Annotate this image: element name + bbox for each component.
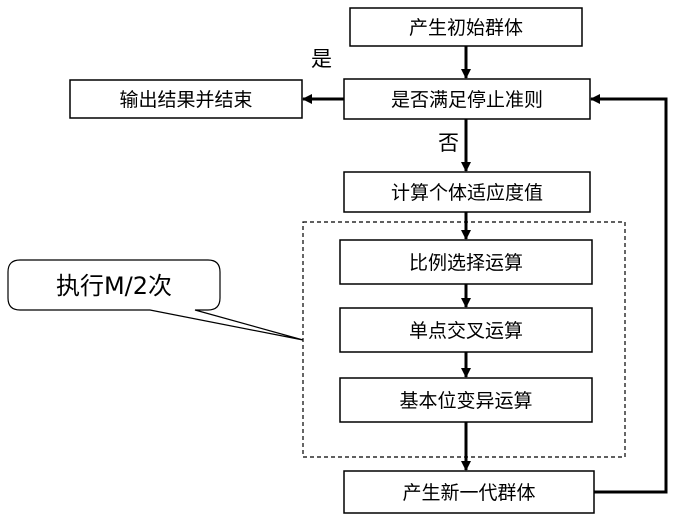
node-check: 是否满足停止准则 xyxy=(343,78,591,120)
node-mutation: 基本位变异运算 xyxy=(339,377,593,423)
callout: 执行M/2次 xyxy=(7,259,304,341)
node-new-gen: 产生新一代群体 xyxy=(343,470,595,514)
callout-text: 执行M/2次 xyxy=(56,272,172,300)
node-output-label: 输出结果并结束 xyxy=(119,89,252,111)
node-selection-label: 比例选择运算 xyxy=(409,252,523,274)
node-selection: 比例选择运算 xyxy=(339,239,593,285)
node-new-gen-label: 产生新一代群体 xyxy=(402,482,535,504)
node-output: 输出结果并结束 xyxy=(69,79,303,119)
node-crossover-label: 单点交叉运算 xyxy=(409,320,523,342)
node-init: 产生初始群体 xyxy=(349,7,583,47)
node-fitness-label: 计算个体适应度值 xyxy=(391,182,543,204)
label-yes: 是 xyxy=(311,47,332,71)
node-crossover: 单点交叉运算 xyxy=(339,307,593,353)
node-init-label: 产生初始群体 xyxy=(409,17,523,39)
node-fitness: 计算个体适应度值 xyxy=(343,171,591,213)
node-mutation-label: 基本位变异运算 xyxy=(399,390,532,412)
arrow-new-gen-loop-back xyxy=(590,94,668,494)
node-check-label: 是否满足停止准则 xyxy=(391,89,543,111)
label-no: 否 xyxy=(438,131,459,155)
